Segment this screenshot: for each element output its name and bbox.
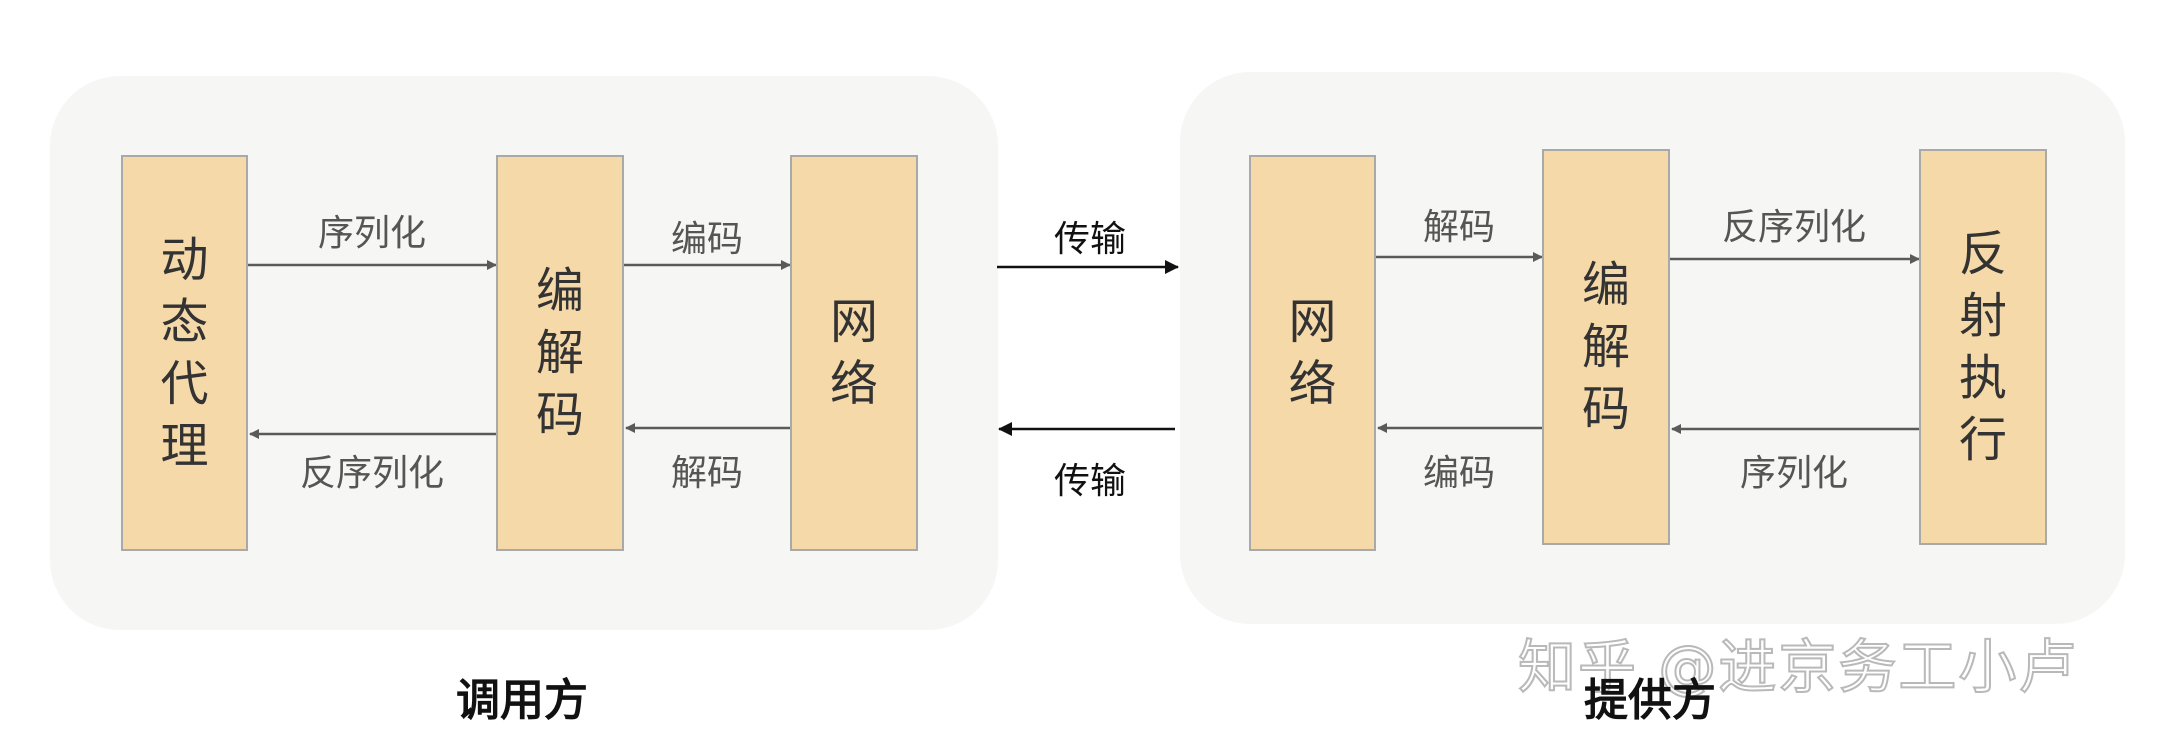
provider-caption: 提供方: [1584, 675, 1716, 726]
transport-top-label: 传输: [1053, 219, 1127, 260]
caller-codec-label: 编解码: [535, 263, 584, 443]
caller-network-box: 网络: [790, 155, 918, 551]
zhihu-watermark: 知乎 @进京务工小卢: [1517, 632, 2079, 702]
caller-deserialize-label: 反序列化: [299, 453, 445, 494]
provider-decode-label: 解码: [1422, 207, 1496, 248]
caller-network-label: 网络: [829, 294, 878, 412]
provider-network-label: 网络: [1288, 294, 1337, 412]
caller-serialize-label: 序列化: [317, 213, 427, 254]
provider-encode-label: 编码: [1422, 453, 1496, 494]
provider-deserialize-label: 反序列化: [1721, 207, 1867, 248]
caller-decode-label: 解码: [670, 453, 744, 494]
caller-codec-box: 编解码: [496, 155, 624, 551]
caller-caption: 调用方: [456, 675, 588, 726]
caller-proxy-label: 动态代理: [160, 232, 209, 474]
provider-codec-box: 编解码: [1542, 149, 1670, 545]
provider-reflect-box: 反射执行: [1919, 149, 2047, 545]
transport-bottom-label: 传输: [1053, 461, 1127, 502]
provider-serialize-label: 序列化: [1739, 453, 1849, 494]
provider-network-box: 网络: [1249, 155, 1376, 551]
provider-reflect-label: 反射执行: [1958, 226, 2007, 468]
caller-encode-label: 编码: [670, 219, 744, 260]
caller-proxy-box: 动态代理: [121, 155, 248, 551]
provider-codec-label: 编解码: [1581, 257, 1630, 437]
